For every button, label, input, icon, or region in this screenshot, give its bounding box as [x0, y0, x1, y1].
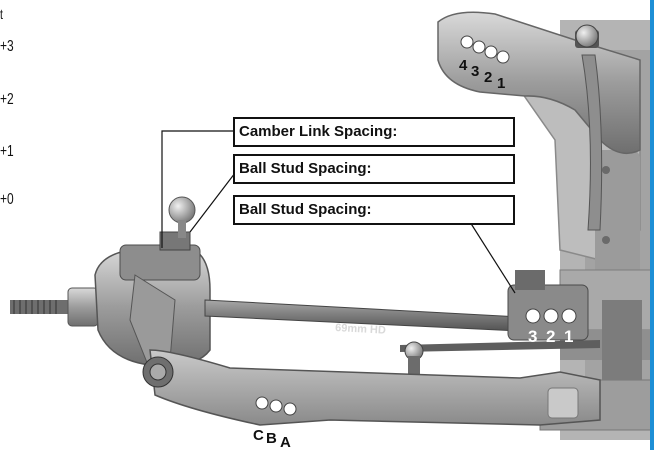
tower-hole: [460, 35, 474, 49]
ball-stud-leader-line-2: [469, 221, 516, 294]
lower-arm: [142, 349, 601, 426]
offset-value: +1: [0, 143, 14, 160]
tower-hole: [496, 50, 510, 64]
chassis-hole: [525, 308, 541, 324]
chassis-hole-label: 3: [528, 327, 537, 346]
hub-carrier: [10, 196, 211, 371]
tower-hole-label: 4: [459, 57, 468, 74]
tower-hole-label: 1: [497, 75, 505, 92]
offset-value: +0: [0, 191, 14, 208]
ball-stud-spacing-label: Ball Stud Spacing:: [233, 195, 515, 225]
arm-hole-label: A: [280, 434, 291, 450]
tower-holes: 4 3 2 1: [459, 35, 510, 92]
margin-fragment: t: [0, 6, 3, 22]
tower-hole-label: 3: [471, 63, 479, 80]
chassis-holes: 3 2 1: [525, 308, 577, 346]
tower-hole: [484, 45, 498, 59]
tower-hole: [472, 40, 486, 54]
arm-holes: C B A: [253, 396, 297, 451]
camber-leader-line: [161, 130, 235, 248]
chassis-hole-label: 1: [564, 327, 573, 346]
arm-hole-label: C: [253, 427, 264, 444]
tower-hole-label: 2: [484, 69, 492, 86]
ball-stud-leader-line-1: [189, 172, 236, 233]
camber-link-spacing-label: Camber Link Spacing:: [233, 117, 515, 147]
ball-stud-spacing-label: Ball Stud Spacing:: [233, 154, 515, 184]
offset-value: +2: [0, 91, 14, 108]
turnbuckle-label: 69mm HD: [335, 322, 386, 337]
arm-hole: [283, 402, 297, 416]
chassis-hole: [561, 308, 577, 324]
offset-value: +3: [0, 38, 14, 55]
leader-lines: [161, 130, 516, 294]
arm-hole: [255, 396, 269, 410]
chassis-hole-label: 2: [546, 327, 555, 346]
arm-hole-label: B: [266, 430, 277, 447]
arm-hole: [269, 399, 283, 413]
camber-turnbuckle: 69mm HD: [204, 299, 541, 337]
chassis-hole: [543, 308, 559, 324]
